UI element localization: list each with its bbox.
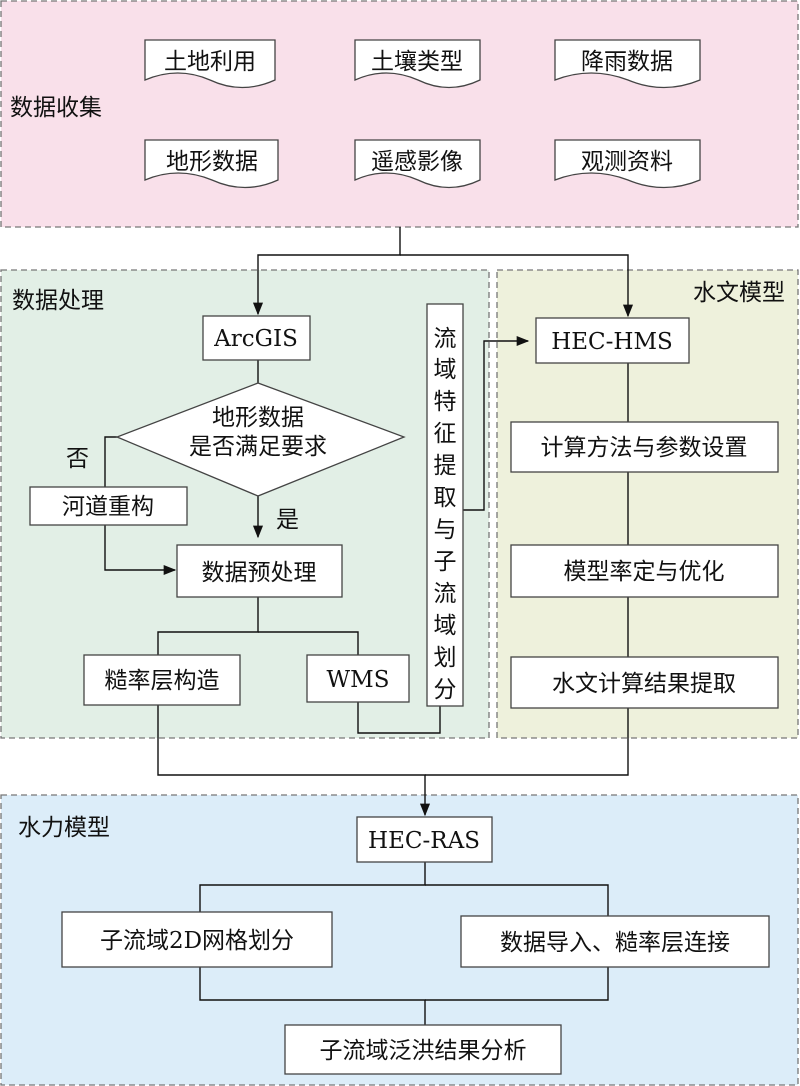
- node-label: WMS: [327, 667, 390, 693]
- document-land-use: 土地利用: [144, 39, 276, 89]
- node-label: 子流域泛洪结果分析: [320, 1038, 527, 1064]
- arrow-watershed-to-hms: [463, 335, 530, 511]
- node-flood-analysis: 子流域泛洪结果分析: [284, 1024, 562, 1075]
- node-hec-hms: HEC-HMS: [535, 317, 690, 364]
- vertical-char: 流: [434, 581, 457, 607]
- vertical-char: 域: [434, 613, 457, 639]
- node-label: 子流域2D网格划分: [100, 928, 294, 954]
- node-hec-ras: HEC-RAS: [356, 816, 493, 863]
- document-label: 观测资料: [581, 149, 673, 175]
- document-remote-sensing: 遥感影像: [354, 139, 481, 189]
- vertical-char: 流: [434, 326, 457, 352]
- branch-label-no: 否: [66, 446, 89, 472]
- document-soil-type: 土壤类型: [354, 39, 481, 89]
- node-data-preprocessing: 数据预处理: [176, 544, 343, 598]
- section-title-data-processing: 数据处理: [12, 288, 104, 314]
- node-roughness-layer: 糙率层构造: [83, 654, 241, 706]
- vertical-char: 子: [434, 549, 457, 575]
- vertical-char: 提: [434, 453, 457, 479]
- node-label: HEC-HMS: [551, 329, 673, 355]
- arrow-river-to-preprocess: [104, 525, 177, 576]
- connector-ras-to-import: [425, 884, 609, 916]
- connector-hydro-to-ras: [425, 708, 629, 776]
- arrow-collect-to-arcgis: [252, 227, 401, 316]
- connector-import-to-result: [425, 967, 609, 1001]
- node-label: 河道重构: [62, 494, 154, 520]
- decision-label-line2: 是否满足要求: [189, 434, 327, 460]
- document-label: 降雨数据: [581, 49, 673, 75]
- node-data-import: 数据导入、糙率层连接: [460, 915, 770, 968]
- connector-preprocess-to-wms: [258, 631, 359, 655]
- section-title-hydraulic-model: 水力模型: [18, 815, 110, 841]
- node-label: 水文计算结果提取: [552, 671, 736, 697]
- vertical-char: 域: [434, 357, 457, 383]
- decision-label-line1: 地形数据: [212, 405, 304, 431]
- section-title-data-collection: 数据收集: [10, 95, 102, 121]
- connector-grid-to-result: [199, 967, 426, 1025]
- node-method-params: 计算方法与参数设置: [510, 421, 779, 473]
- vertical-char: 征: [434, 421, 457, 447]
- vertical-char: 与: [434, 517, 457, 543]
- node-wms: WMS: [306, 654, 410, 703]
- connector-wms-to-watershed: [357, 702, 441, 734]
- region-data-collection: [0, 0, 799, 228]
- node-label: 数据导入、糙率层连接: [500, 930, 730, 956]
- document-observation-data: 观测资料: [554, 139, 701, 189]
- document-label: 土壤类型: [371, 49, 463, 75]
- document-rainfall-data: 降雨数据: [554, 39, 701, 89]
- decision-terrain-requirement: 地形数据 是否满足要求: [115, 382, 406, 497]
- node-label: 模型率定与优化: [564, 559, 725, 585]
- branch-label-yes: 是: [276, 507, 299, 533]
- node-label: 糙率层构造: [105, 668, 220, 694]
- node-river-reconstruction: 河道重构: [29, 486, 188, 526]
- vertical-char: 分: [434, 677, 457, 703]
- section-title-hydrologic-model: 水文模型: [693, 280, 785, 306]
- node-2d-grid: 子流域2D网格划分: [61, 911, 333, 968]
- node-arcgis: ArcGIS: [202, 315, 311, 361]
- vertical-char: 取: [434, 485, 457, 511]
- connector-preprocess-to-roughness: [157, 597, 259, 655]
- arrow-roughness-to-ras: [157, 705, 431, 817]
- document-label: 土地利用: [164, 49, 256, 75]
- node-label: ArcGIS: [213, 326, 298, 352]
- node-label: 计算方法与参数设置: [541, 435, 748, 461]
- vertical-char: 划: [434, 645, 457, 671]
- node-calibration: 模型率定与优化: [510, 544, 779, 598]
- node-hydro-results: 水文计算结果提取: [510, 656, 779, 709]
- document-terrain-data: 地形数据: [144, 139, 279, 189]
- document-label: 地形数据: [166, 149, 258, 175]
- document-label: 遥感影像: [371, 149, 463, 175]
- connector-decision-no: [104, 436, 117, 487]
- node-watershed-extraction: 流 域 特 征 提 取 与 子 流 域 划 分: [426, 303, 464, 707]
- vertical-char: 特: [434, 389, 457, 415]
- node-label: HEC-RAS: [368, 828, 480, 854]
- connector-ras-to-grid: [199, 862, 426, 912]
- node-label: 数据预处理: [202, 560, 317, 586]
- arrow-collect-to-hms: [400, 254, 634, 318]
